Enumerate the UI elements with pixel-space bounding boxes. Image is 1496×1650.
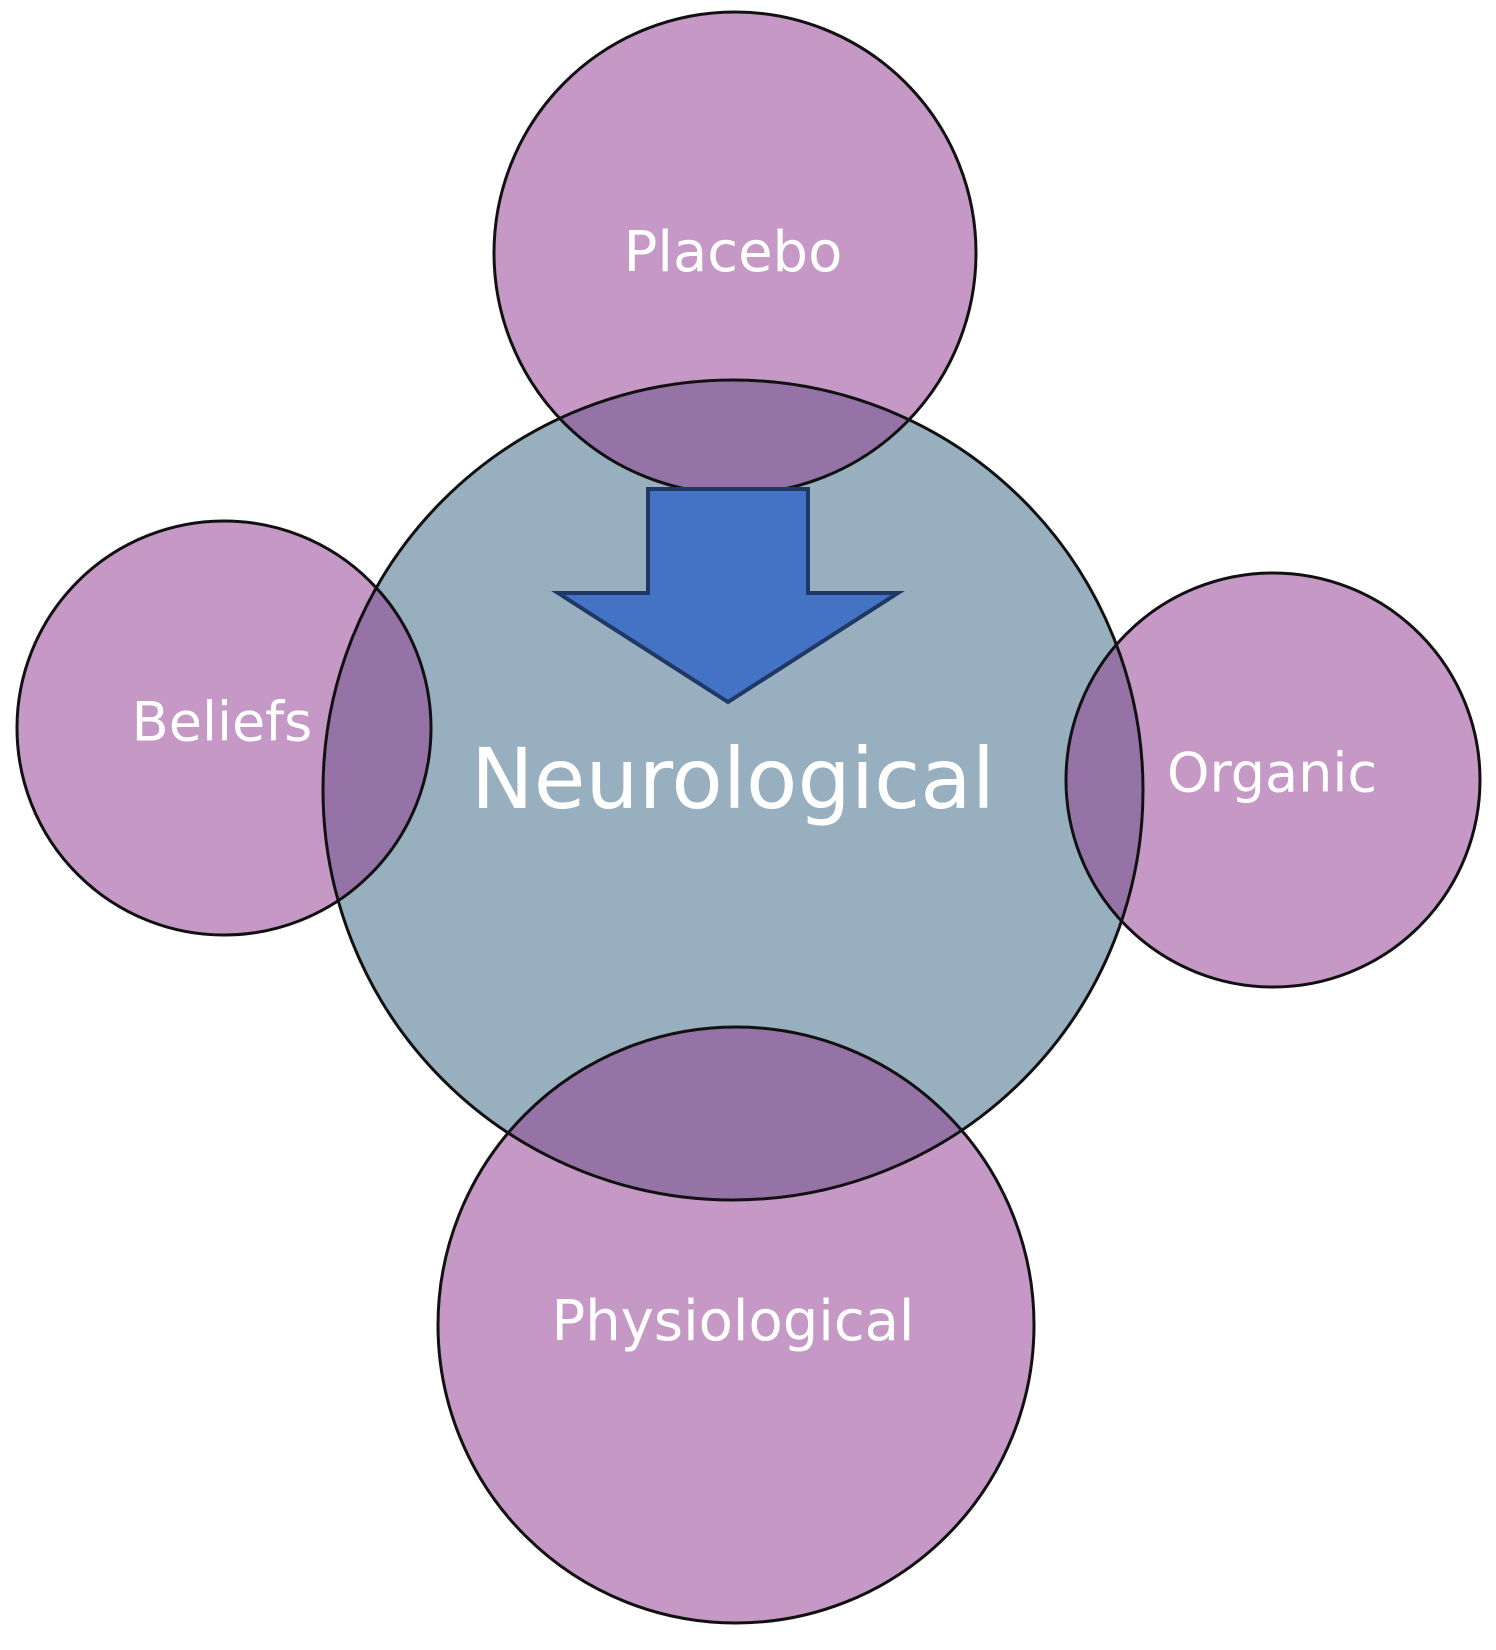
placebo-label: Placebo xyxy=(624,220,843,285)
physiological-circle xyxy=(438,1027,1034,1623)
organic-outline xyxy=(1064,571,1482,989)
physiological-outline xyxy=(436,1025,1036,1625)
circle-outlines xyxy=(15,10,1482,1625)
placebo-circle xyxy=(494,12,976,494)
neurological-outline xyxy=(321,378,1145,1202)
organic-label: Organic xyxy=(1167,742,1377,805)
organic-circle xyxy=(1066,573,1480,987)
beliefs-outline xyxy=(15,519,433,937)
physiological-label: Physiological xyxy=(552,1289,915,1354)
beliefs-label: Beliefs xyxy=(132,691,313,754)
down-arrow-icon xyxy=(551,487,905,705)
neurological-circle xyxy=(323,380,1143,1200)
neurological-label: Neurological xyxy=(471,730,995,828)
